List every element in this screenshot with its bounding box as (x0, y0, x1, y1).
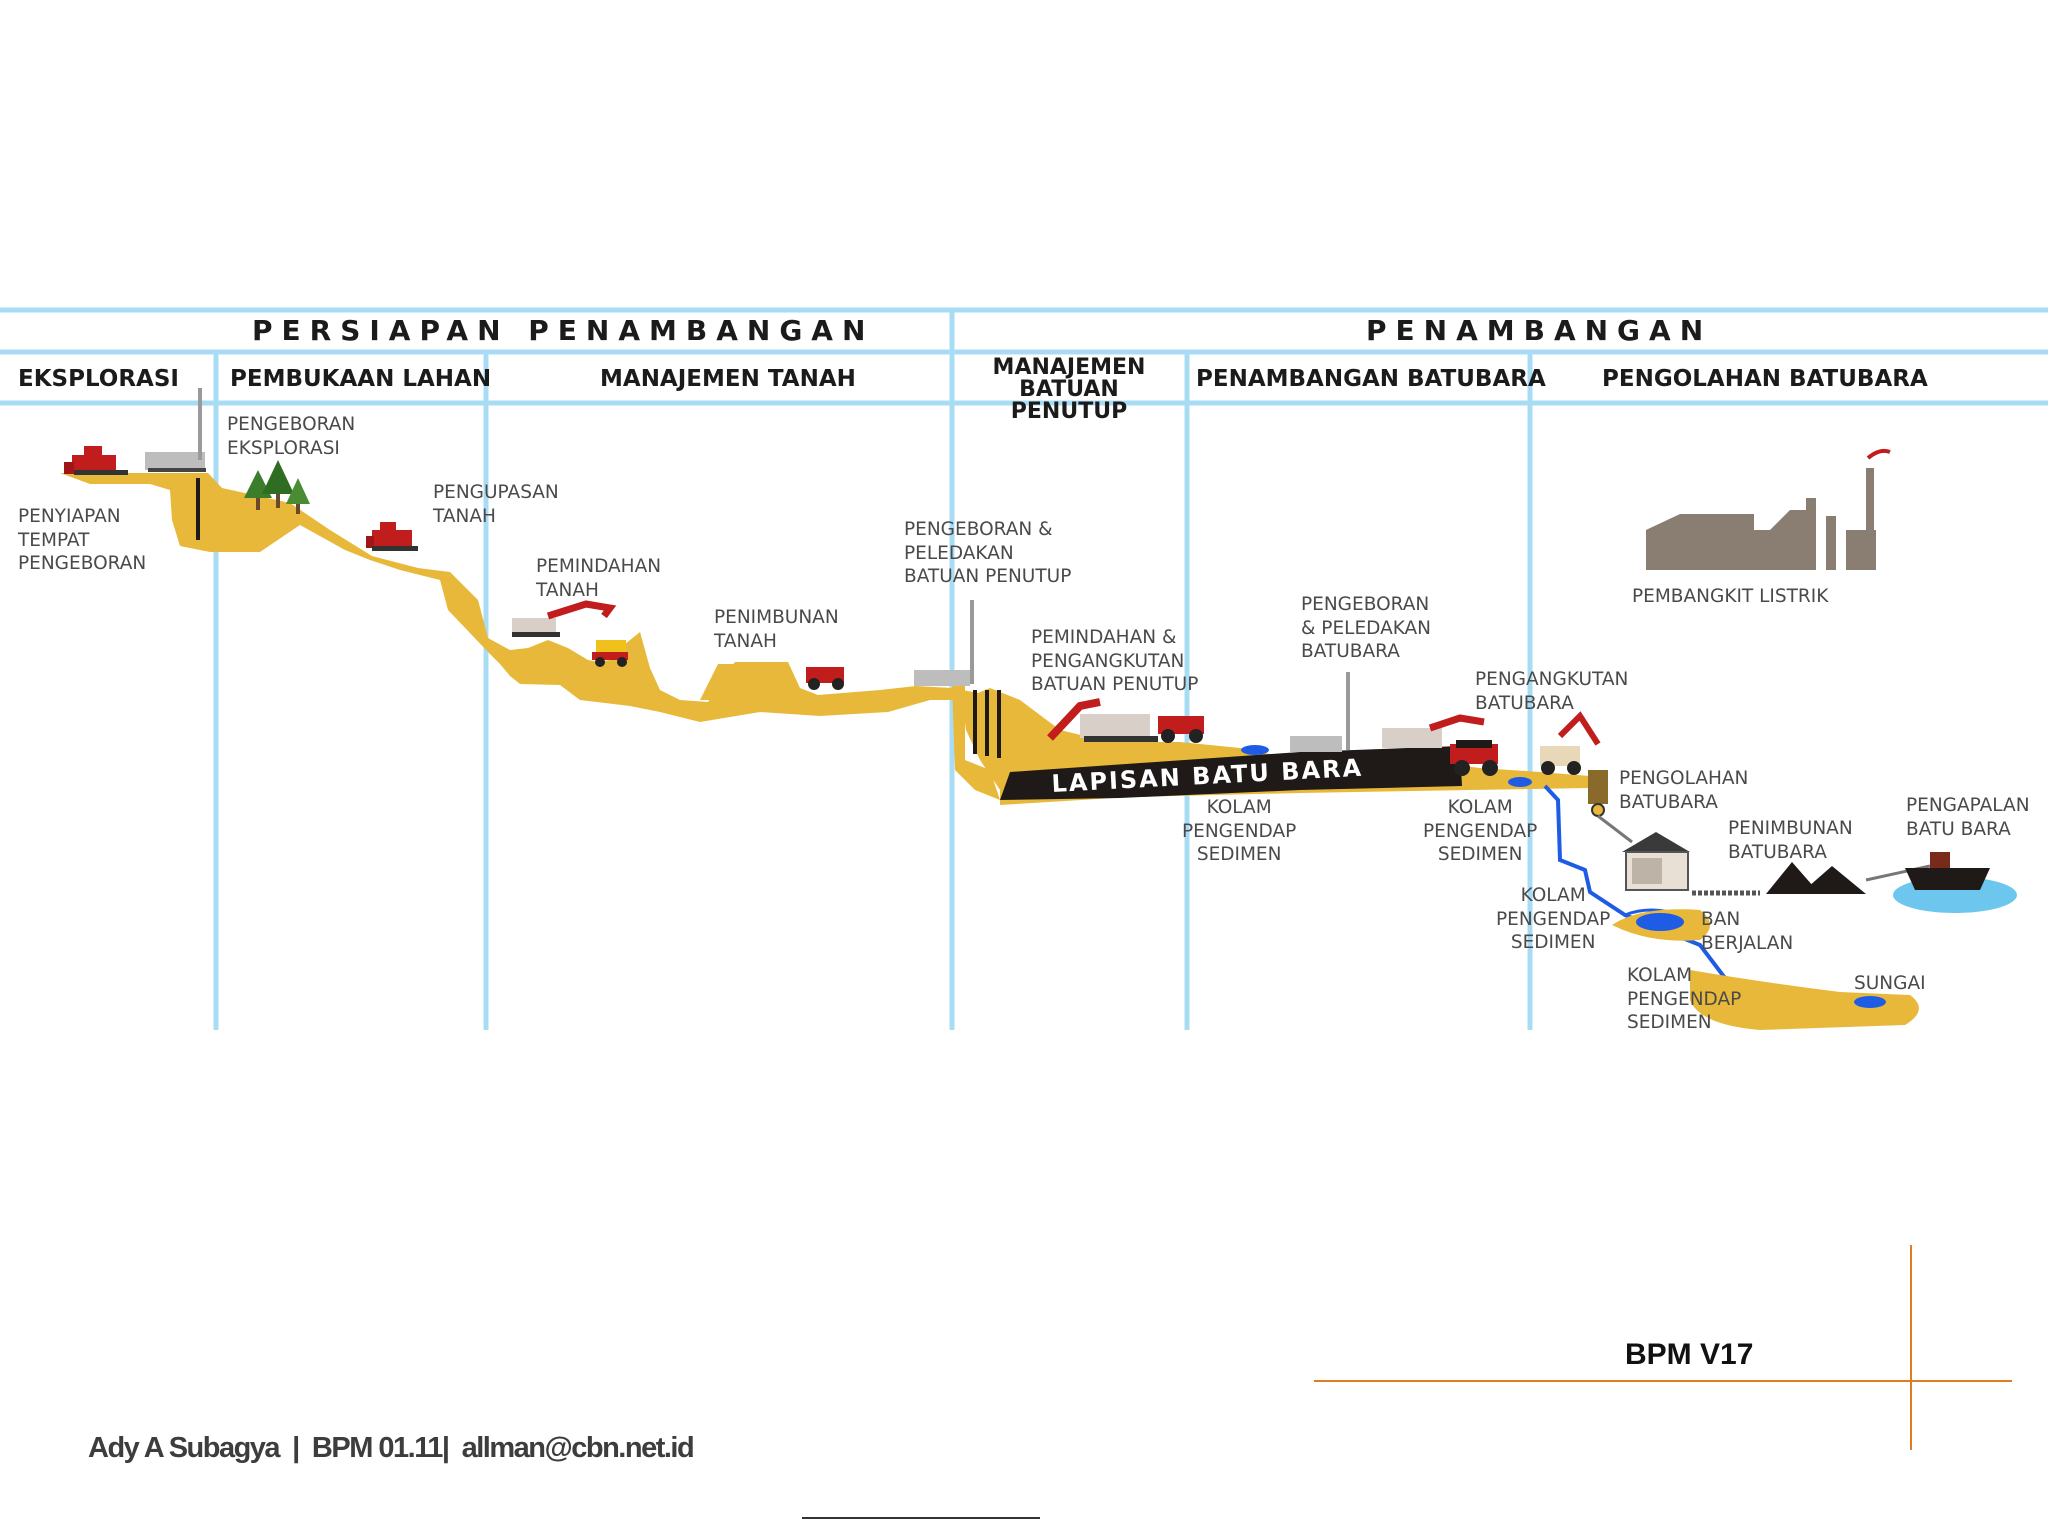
sungai-water (1854, 996, 1886, 1008)
bulldozer-icon (64, 446, 128, 475)
crusher-icon (1588, 770, 1608, 817)
excavator-2-icon (1382, 714, 1485, 748)
label-pengeboran-peledakan-batuan: PENGEBORAN & PELEDAKAN BATUAN PENUTUP (904, 519, 1072, 587)
bulldozer-2-icon (366, 522, 418, 551)
label-kolam-pengendap-2: KOLAM PENGENDAP SEDIMEN (1423, 797, 1538, 865)
label-pengeboran-peledakan-batubara: PENGEBORAN & PELEDAKAN BATUBARA (1301, 594, 1432, 662)
power-plant-icon (1646, 448, 1891, 570)
stage-eksplorasi: EKSPLORASI (18, 366, 179, 392)
drill-rig-2-icon (914, 600, 974, 686)
label-pengupasan-tanah: PENGUPASAN TANAH (433, 482, 559, 527)
conveyor-to-plant (1597, 814, 1633, 844)
footer-credit: Ady A Subagya | BPM 01.11| allman@cbn.ne… (88, 1432, 695, 1464)
header-lines (0, 307, 2048, 406)
label-sungai: SUNGAI (1854, 973, 1926, 994)
label-penyiapan-tempat-pengeboran: PENYIAPAN TEMPAT PENGEBORAN (18, 506, 147, 574)
coal-stockpile-icon (1766, 862, 1866, 894)
column-dividers (213, 310, 1533, 1030)
drill-rig-3-icon (1290, 672, 1350, 752)
phase-penambangan: PENAMBANGAN (1366, 314, 1713, 347)
stage-manajemen-batuan-penutup: MANAJEMEN BATUAN PENUTUP (958, 357, 1180, 423)
label-kolam-pengendap-4: KOLAM PENGENDAP SEDIMEN (1627, 965, 1742, 1033)
coal-seam (1000, 746, 1462, 800)
label-kolam-pengendap-3: KOLAM PENGENDAP SEDIMEN (1496, 885, 1611, 953)
label-kolam-pengendap-1: KOLAM PENGENDAP SEDIMEN (1182, 797, 1297, 865)
stage-manajemen-batuan-line-2: BATUAN PENUTUP (1010, 377, 1128, 424)
stage-manajemen-tanah: MANAJEMEN TANAH (600, 366, 856, 392)
stage-penambangan-batubara: PENAMBANGAN BATUBARA (1196, 366, 1546, 392)
label-pemindahan-tanah: PEMINDAHAN TANAH (536, 556, 662, 601)
footer-accent-lines (1314, 1245, 2012, 1450)
stage-pengolahan-batubara: PENGOLAHAN BATUBARA (1602, 366, 1928, 392)
settling-pond-2 (1508, 777, 1532, 787)
settling-pond-1 (1241, 745, 1269, 755)
label-pengolahan-batubara: PENGOLAHAN BATUBARA (1619, 768, 1749, 813)
river-bank (1690, 970, 1919, 1030)
label-pengangkutan-batubara: PENGANGKUTAN BATUBARA (1475, 669, 1629, 714)
label-penimbunan-batubara: PENIMBUNAN BATUBARA (1728, 818, 1853, 863)
phase-persiapan-penambangan: PERSIAPAN PENAMBANGAN (252, 314, 875, 347)
pit-wall (952, 686, 1000, 800)
excavator-icon (512, 600, 617, 637)
label-ban-berjalan: BAN BERJALAN (1701, 909, 1794, 954)
stage-pembukaan-lahan: PEMBUKAAN LAHAN (230, 366, 492, 392)
ship-icon (1905, 852, 1990, 890)
bpm-version: BPM V17 (1625, 1338, 1754, 1371)
label-penimbunan-tanah: PENIMBUNAN TANAH (714, 607, 839, 652)
stockpile-mound (700, 664, 800, 700)
loader-icon (1540, 711, 1601, 775)
shovel-icon (1047, 698, 1158, 742)
coal-truck-icon (1450, 740, 1498, 776)
trees-icon (244, 460, 310, 514)
processing-plant-icon (1622, 832, 1690, 891)
dump-truck-2-icon (806, 667, 844, 690)
label-pengapalan-batu-bara: PENGAPALAN BATU BARA (1906, 795, 2030, 840)
stage-manajemen-batuan-line-1: MANAJEMEN (992, 355, 1146, 380)
label-pemindahan-pengangkutan: PEMINDAHAN & PENGANGKUTAN BATUAN PENUTUP (1031, 627, 1199, 695)
dump-truck-icon (592, 640, 628, 667)
drill-holes (196, 478, 1001, 758)
haul-truck-icon (1158, 716, 1204, 743)
water-features (1241, 745, 2017, 1030)
drill-rig-icon (145, 388, 206, 472)
label-pengeboran-eksplorasi: PENGEBORAN EKSPLORASI (227, 414, 356, 459)
label-pembangkit-listrik: PEMBANGKIT LISTRIK (1632, 586, 1829, 607)
